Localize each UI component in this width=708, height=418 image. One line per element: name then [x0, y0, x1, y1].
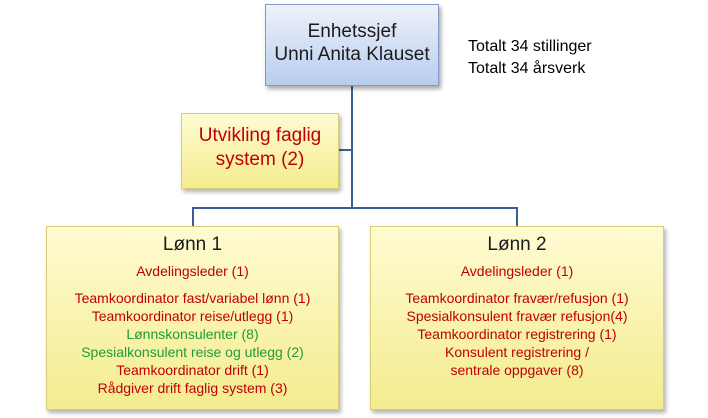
list-item: Lønnskonsulenter (8) [126, 326, 259, 342]
unit-head-box: Enhetssjef Unni Anita Klauset [265, 4, 439, 86]
list-item: Teamkoordinator drift (1) [116, 362, 269, 378]
unit-head-name: Unni Anita Klauset [274, 44, 430, 65]
lonn-2-title: Lønn 2 [487, 234, 547, 255]
list-item: Rådgiver drift faglig system (3) [97, 380, 288, 396]
list-item: Konsulent registrering / [445, 344, 589, 360]
list-item: Teamkoordinator fast/variabel lønn (1) [74, 290, 311, 306]
total-fte: Totalt 34 årsverk [468, 60, 586, 77]
connector-vertical-main [351, 86, 353, 208]
list-item: Teamkoordinator reise/utlegg (1) [91, 308, 294, 324]
unit-head-title: Enhetssjef [307, 21, 397, 42]
connector-horizontal [192, 207, 518, 209]
lonn-2-lead: Avdelingsleder (1) [460, 263, 574, 279]
list-item: Spesialkonsulent fravær refusjon(4) [406, 308, 628, 324]
list-item: sentrale oppgaver (8) [450, 362, 584, 378]
list-item: Spesialkonsulent reise og utlegg (2) [81, 344, 304, 360]
faglig-system-line2: system (2) [215, 149, 305, 170]
lonn-1-lead: Avdelingsleder (1) [136, 263, 249, 279]
connector-right-drop [516, 207, 518, 226]
lonn-1-title: Lønn 1 [162, 234, 223, 255]
lonn-1-box: Lønn 1 Avdelingsleder (1) Teamkoordinato… [46, 226, 339, 410]
list-item: Teamkoordinator registrering (1) [417, 326, 617, 342]
faglig-system-box: Utvikling faglig system (2) [181, 113, 339, 189]
totals-text: Totalt 34 stillinger Totalt 34 årsverk [468, 36, 592, 80]
lonn-2-box: Lønn 2 Avdelingsleder (1) Teamkoordinato… [370, 226, 664, 410]
connector-side-branch [339, 149, 352, 151]
list-item: Teamkoordinator fravær/refusjon (1) [405, 290, 629, 306]
total-positions: Totalt 34 stillinger [468, 38, 592, 55]
connector-left-drop [192, 207, 194, 226]
lonn-1-items: Teamkoordinator fast/variabel lønn (1) T… [47, 289, 338, 397]
lonn-2-items: Teamkoordinator fravær/refusjon (1) Spes… [371, 289, 663, 379]
faglig-system-line1: Utvikling faglig [198, 125, 322, 146]
